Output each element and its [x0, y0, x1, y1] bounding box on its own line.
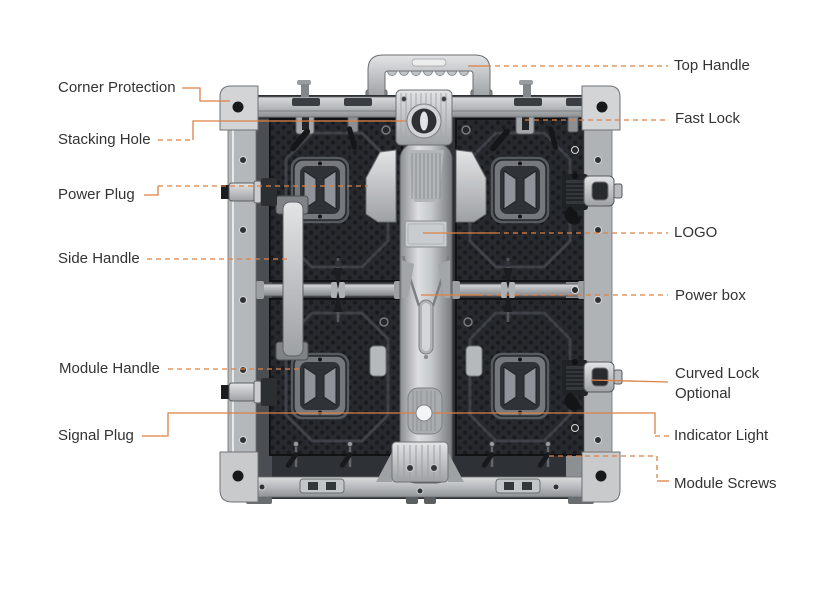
callout-module-handle: Module Handle: [59, 360, 160, 377]
module-x-handle-tr: [493, 159, 547, 221]
spine-bottom-block: [376, 441, 464, 483]
leader-module-screws-dash: [549, 455, 658, 478]
indicator-light-dot: [407, 387, 443, 435]
callout-fast-lock: Fast Lock: [675, 110, 741, 127]
leader-corner-protection: [182, 87, 230, 102]
middle-bar-left: [256, 281, 403, 299]
callout-curved-lock-line1: Curved Lock: [675, 365, 760, 382]
callout-corner-protection: Corner Protection: [58, 79, 176, 96]
corner-bracket-bottom-left: [219, 451, 259, 503]
callout-signal-plug: Signal Plug: [58, 427, 134, 444]
cabinet-body: [219, 54, 623, 504]
leader-lines: [142, 65, 669, 482]
callout-curved-lock: Curved Lock Optional: [675, 364, 759, 404]
corner-bracket-top-left: [219, 85, 259, 131]
callout-top-handle: Top Handle: [674, 57, 750, 74]
module-x-handle-br: [493, 355, 547, 417]
callout-power-box: Power box: [675, 287, 746, 304]
module-x-handle-bl: [293, 355, 347, 417]
logo-plate: [404, 220, 448, 248]
callout-power-plug: Power Plug: [58, 186, 135, 203]
leader-indicator-light: [433, 412, 656, 434]
corner-bracket-top-right: [581, 85, 621, 131]
side-handle-bar: [275, 195, 309, 361]
corner-bracket-bottom-right: [581, 451, 621, 503]
leader-power-plug: [144, 186, 159, 196]
left-rail: [227, 96, 257, 480]
power-box-spine: [376, 89, 464, 484]
callout-module-screws: Module Screws: [674, 475, 777, 492]
leader-curved-lock: [590, 379, 669, 383]
callout-logo: LOGO: [674, 224, 718, 241]
leader-signal-plug: [142, 412, 415, 437]
leader-stacking-hole: [192, 120, 406, 140]
callout-side-handle: Side Handle: [58, 250, 140, 267]
callout-indicator-light: Indicator Light: [674, 427, 769, 444]
stacking-hole-knob: [395, 89, 453, 146]
callout-curved-lock-line2: Optional: [675, 385, 731, 402]
middle-bar-right: [452, 281, 586, 299]
spine-wedge-plates: [365, 149, 487, 377]
callout-stacking-hole: Stacking Hole: [58, 131, 151, 148]
